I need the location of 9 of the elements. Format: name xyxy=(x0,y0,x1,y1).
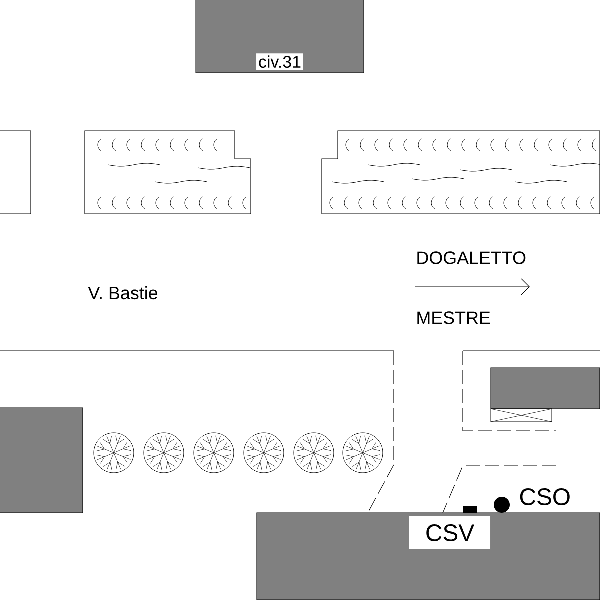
street-label: DOGALETTO xyxy=(418,252,526,264)
building xyxy=(0,408,84,514)
street-label: V. Bastie xyxy=(88,286,158,300)
building: civ.31 xyxy=(196,0,364,74)
building xyxy=(256,512,600,600)
wall-outline xyxy=(0,130,32,214)
building xyxy=(490,368,600,410)
street-label: MESTRE xyxy=(418,312,490,324)
point-label: CSV xyxy=(410,516,490,550)
